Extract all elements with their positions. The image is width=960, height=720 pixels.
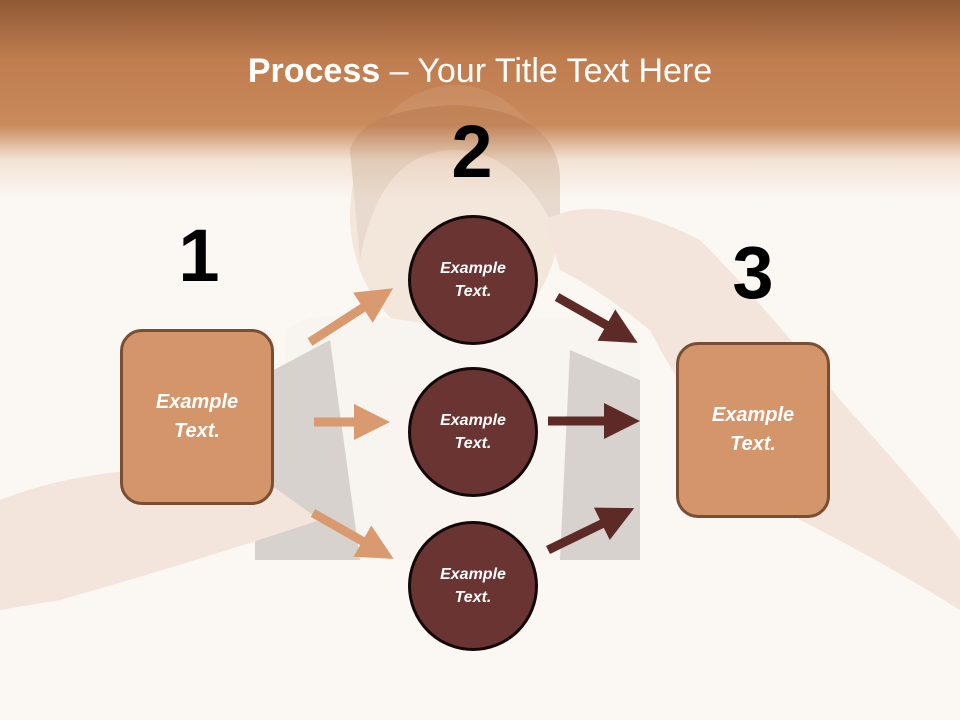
circle-top: Example Text. — [408, 215, 538, 345]
circle-middle: Example Text. — [408, 367, 538, 497]
circle-middle-line1: Example — [440, 412, 506, 429]
step-number-3: 3 — [732, 231, 774, 314]
arrow-top-to-right — [554, 293, 638, 343]
title-rest: – Your Title Text Here — [380, 52, 713, 90]
right-step-box: Example Text. — [676, 342, 830, 518]
step-number-1: 1 — [178, 214, 220, 297]
left-box-line1: Example — [155, 391, 239, 413]
left-step-box: Example Text. — [120, 329, 274, 505]
left-box-line2: Text. — [174, 420, 220, 442]
circle-top-line2: Text. — [454, 283, 492, 300]
slide-title: Process – Your Title Text Here — [0, 52, 960, 91]
title-banner — [0, 0, 960, 200]
right-box-line2: Text. — [730, 433, 776, 455]
circle-bottom-line1: Example — [440, 566, 506, 583]
circle-bottom: Example Text. — [408, 521, 538, 651]
circle-middle-line2: Text. — [454, 435, 492, 452]
arrow-left-to-top — [307, 288, 394, 346]
arrow-left-to-bottom — [310, 509, 394, 559]
step-number-2: 2 — [451, 110, 493, 193]
right-box-line1: Example — [711, 404, 795, 426]
arrow-bottom-to-right — [546, 507, 635, 555]
circle-top-line1: Example — [440, 260, 506, 277]
circle-bottom-line2: Text. — [454, 589, 492, 606]
title-bold: Process — [247, 52, 381, 90]
